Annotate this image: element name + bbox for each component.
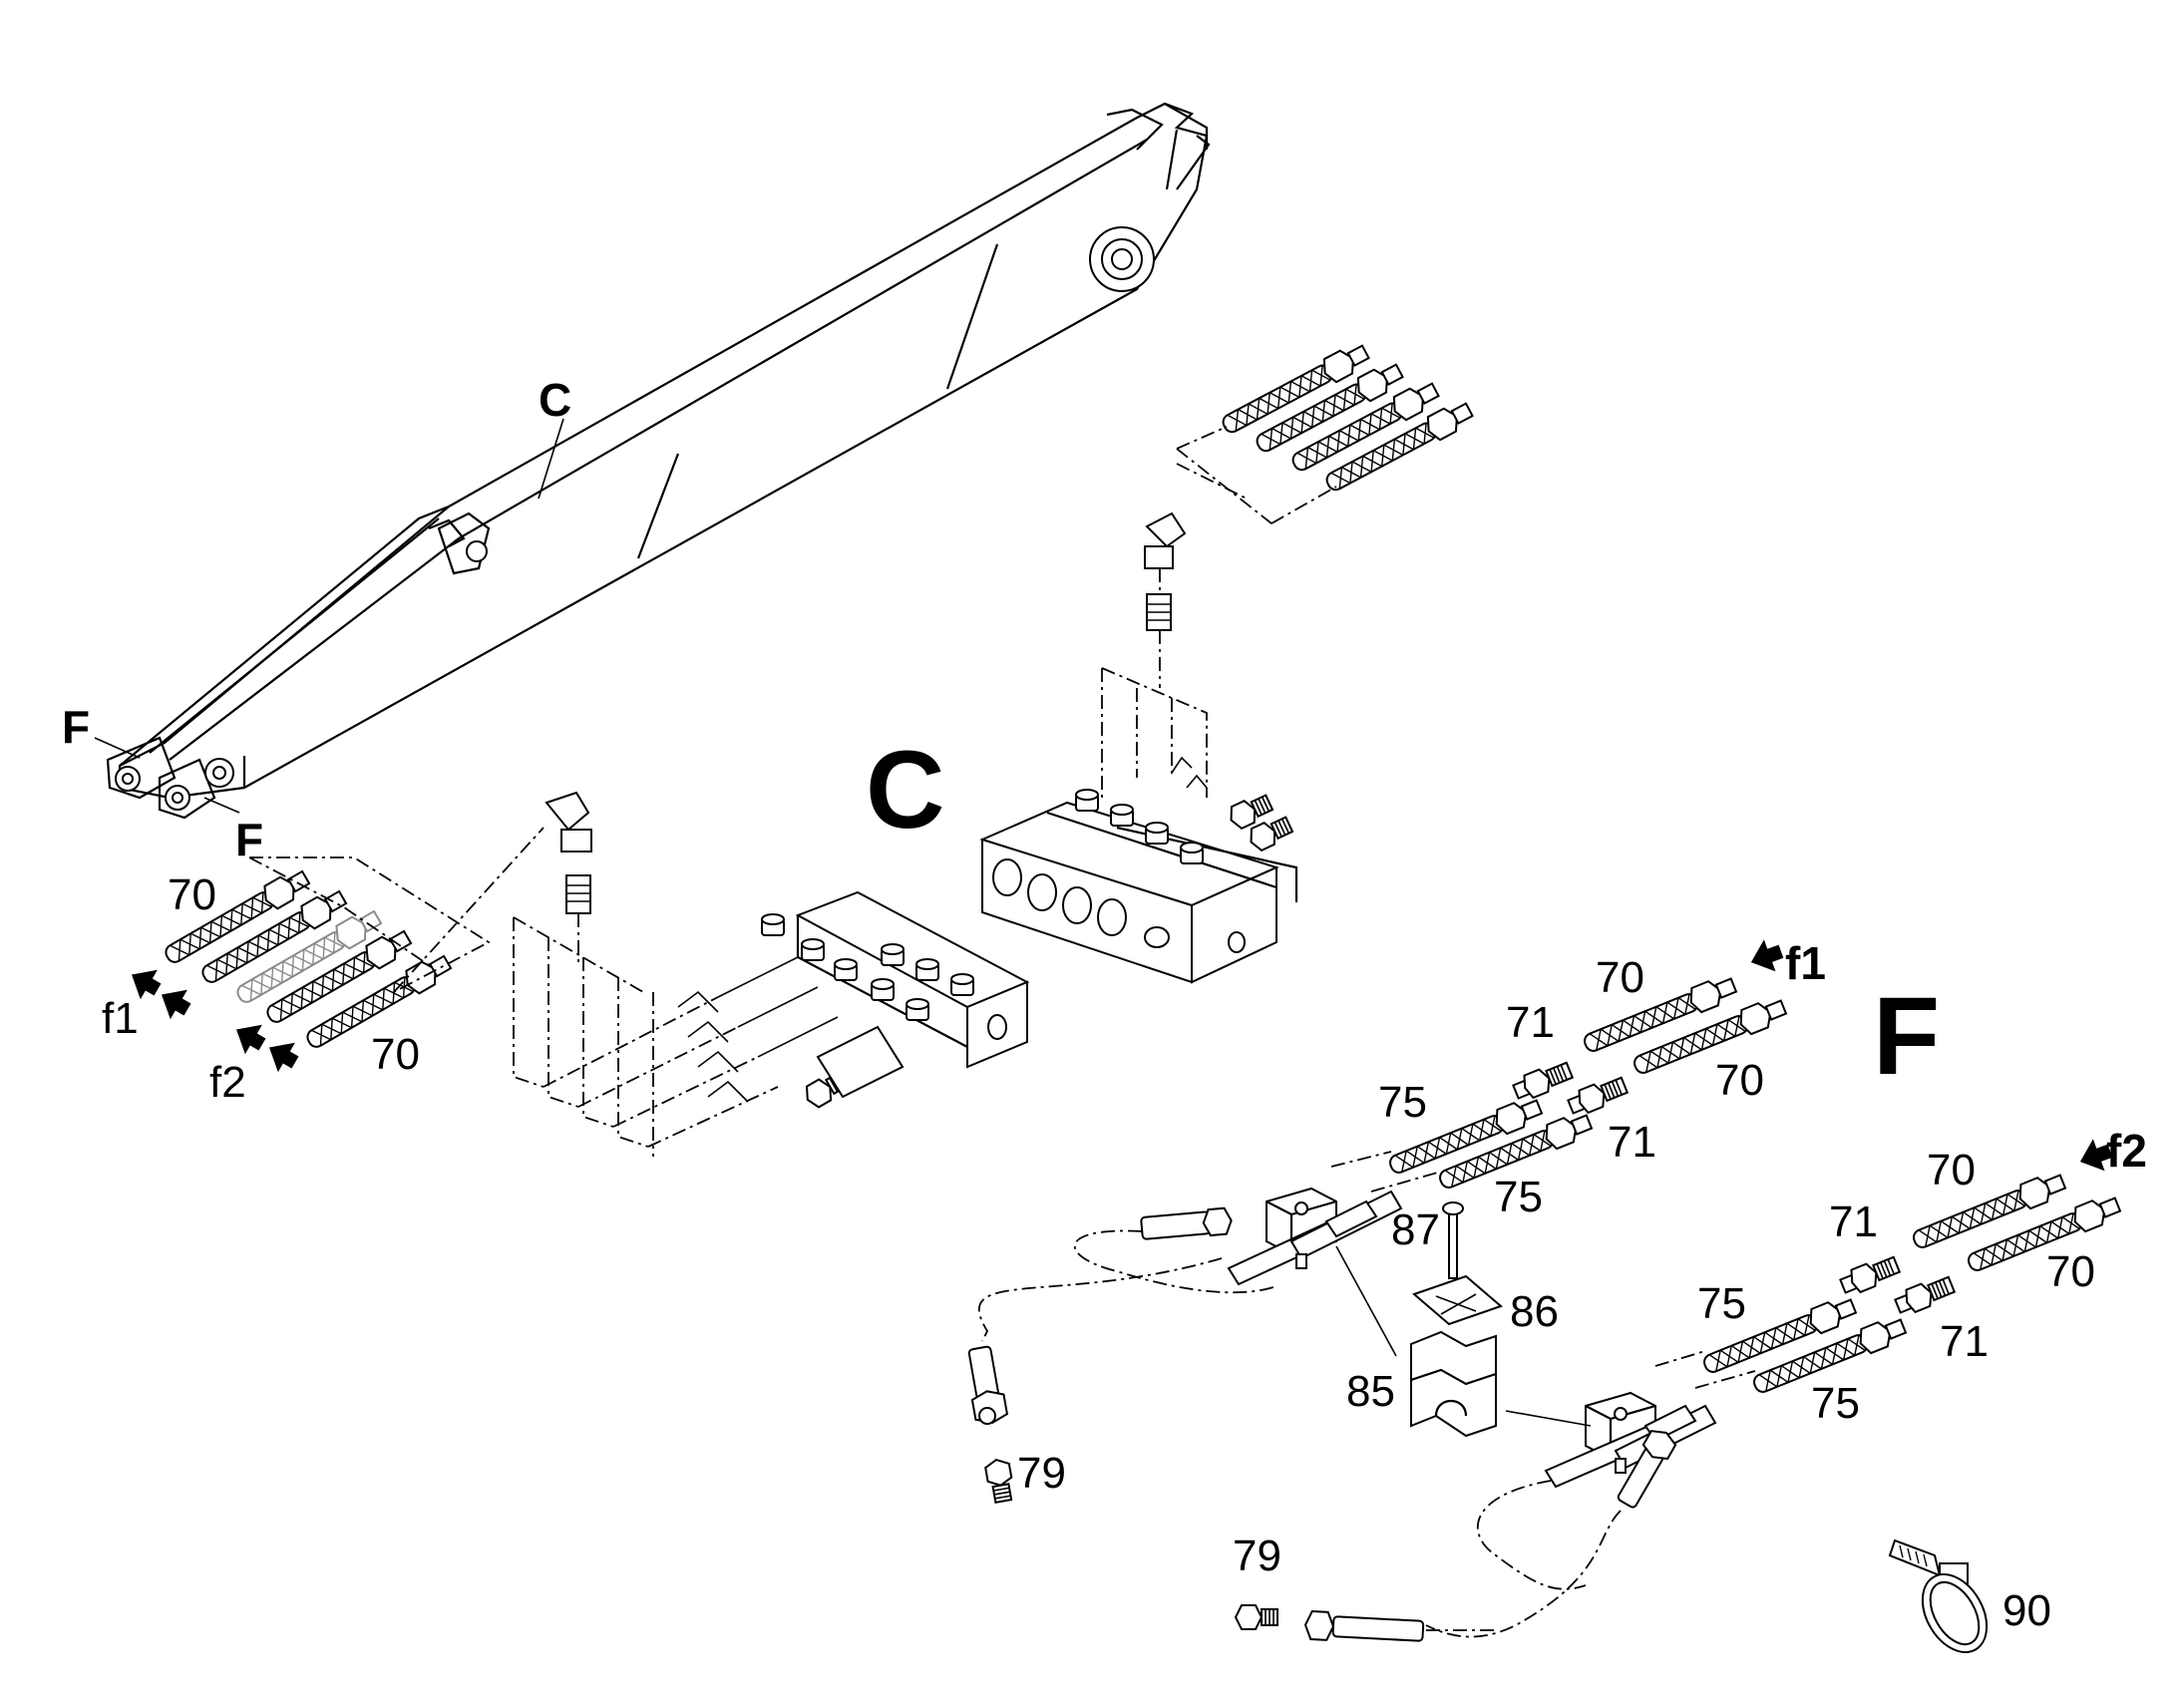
part-75-label-b: 75 — [1494, 1173, 1543, 1221]
flow-label-f2-right: f2 — [2106, 1125, 2147, 1177]
part-71-label-b: 71 — [1608, 1118, 1656, 1167]
part-79-label-b: 79 — [1233, 1532, 1281, 1580]
part-71-label-a: 71 — [1506, 998, 1555, 1047]
cable-tie-90 — [1888, 1538, 1989, 1653]
section-label-c: C — [866, 729, 944, 852]
section-c-distributor-lower — [160, 791, 1030, 1157]
flow-label-f1-left: f1 — [102, 994, 139, 1043]
clamp-hardware — [1410, 1201, 1503, 1438]
part-70-label-a: 70 — [168, 870, 216, 919]
part-75-label-d: 75 — [1811, 1379, 1860, 1428]
part-86-label: 86 — [1510, 1287, 1559, 1336]
part-90-label: 90 — [2002, 1586, 2051, 1635]
section-f-lower-hoses — [1235, 1139, 2124, 1642]
flow-label-f2-left: f2 — [209, 1058, 246, 1107]
part-70-label-d: 70 — [1715, 1056, 1764, 1105]
boom-arm — [94, 102, 1211, 820]
section-c-distributor-upper — [979, 339, 1477, 984]
part-70-label-e: 70 — [1927, 1146, 1976, 1195]
part-85-label: 85 — [1346, 1367, 1395, 1416]
part-75-label-a: 75 — [1378, 1078, 1427, 1127]
part-71-label-c: 71 — [1829, 1197, 1878, 1246]
flow-arrows-left — [132, 969, 299, 1073]
part-87-label: 87 — [1391, 1205, 1440, 1254]
section-label-f: F — [1873, 975, 1940, 1098]
boom-label-f-upper: F — [62, 701, 90, 753]
part-75-label-c: 75 — [1697, 1279, 1746, 1328]
part-70-label-c: 70 — [1596, 953, 1644, 1002]
part-79-label-a: 79 — [1017, 1449, 1066, 1498]
part-70-label-f: 70 — [2046, 1247, 2095, 1296]
flow-label-f1-right: f1 — [1785, 937, 1826, 989]
part-70-label-b: 70 — [371, 1030, 420, 1079]
part-71-label-d: 71 — [1940, 1317, 1989, 1366]
section-f-upper-hoses — [967, 939, 1790, 1505]
boom-label-c: C — [539, 374, 571, 426]
